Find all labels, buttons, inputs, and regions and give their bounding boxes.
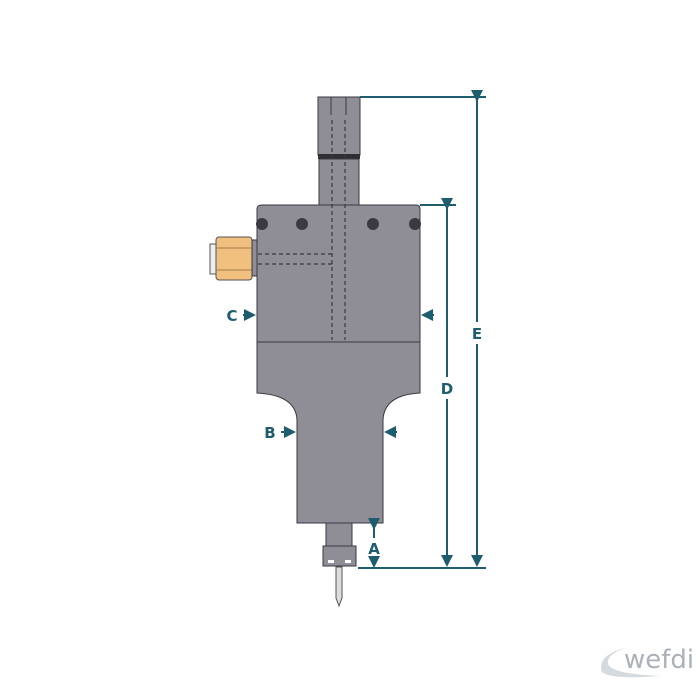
- svg-text:wefdi: wefdi: [624, 645, 694, 675]
- holes: [256, 218, 421, 230]
- label-c: C: [226, 307, 237, 325]
- label-e: E: [472, 325, 482, 343]
- main-body: [256, 204, 421, 343]
- collet-and-bit: [322, 522, 357, 608]
- air-fitting: [209, 236, 259, 281]
- lower-body: [256, 341, 421, 524]
- top-shaft: [317, 96, 361, 207]
- internal-channels: [258, 120, 346, 340]
- label-b: B: [264, 424, 275, 442]
- wefdi-logo: wefdi: [601, 645, 694, 678]
- label-a: A: [368, 540, 380, 558]
- label-d: D: [441, 380, 453, 398]
